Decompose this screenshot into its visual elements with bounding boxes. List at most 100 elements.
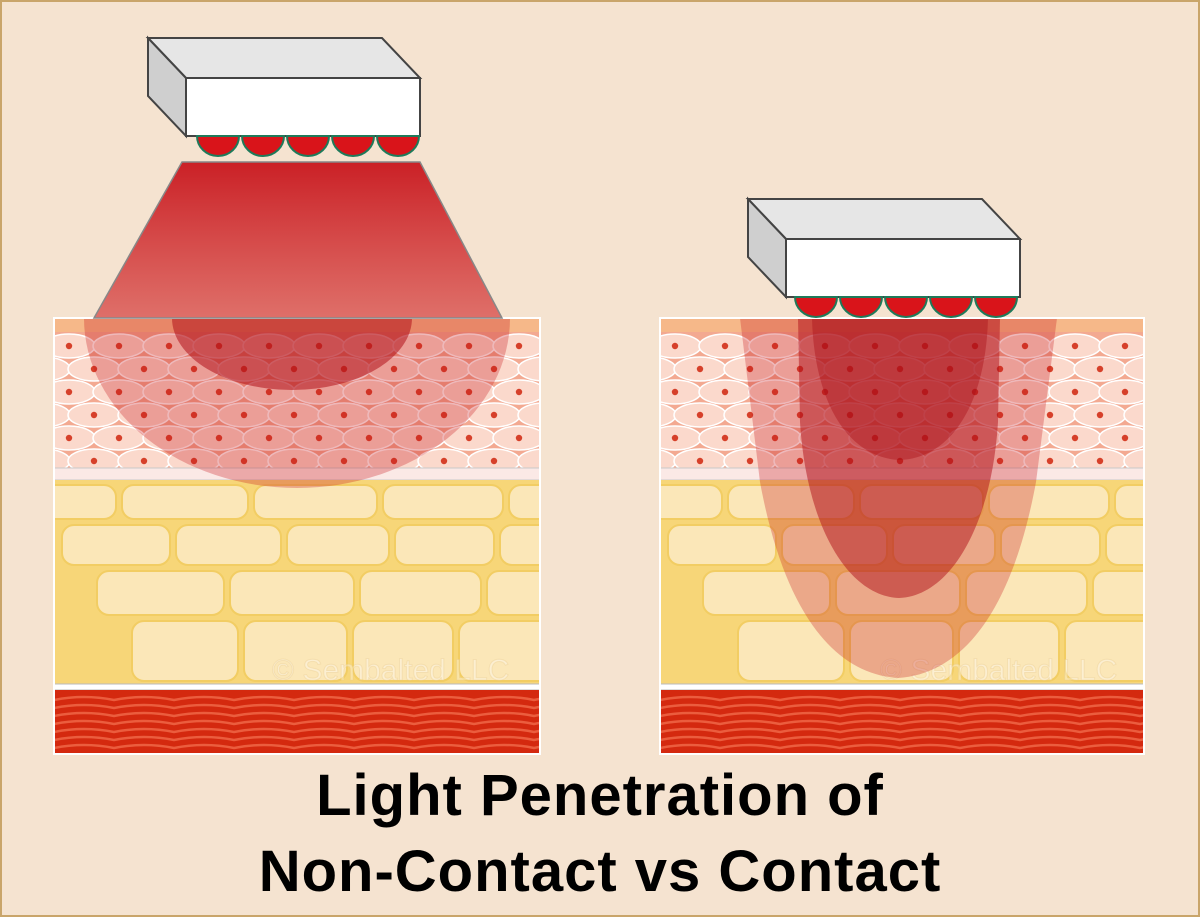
- cell-nucleus: [315, 434, 323, 442]
- cell-nucleus: [190, 411, 198, 419]
- led-array: [793, 296, 1019, 318]
- cell-nucleus: [541, 412, 547, 418]
- fat-cell: [1092, 570, 1144, 616]
- cell-nucleus: [165, 388, 173, 396]
- cell-nucleus: [1172, 343, 1178, 349]
- led-light: [285, 135, 331, 157]
- cell-nucleus: [566, 343, 572, 349]
- cell-nucleus: [415, 342, 423, 350]
- led-light: [793, 296, 839, 318]
- led-light: [883, 296, 929, 318]
- cell-nucleus: [696, 457, 704, 465]
- cell-nucleus: [721, 434, 729, 442]
- epidermal-cell: [54, 403, 71, 427]
- cell-nucleus: [240, 411, 248, 419]
- cell-nucleus: [1021, 434, 1029, 442]
- cell-nucleus: [415, 434, 423, 442]
- cell-nucleus: [1172, 435, 1178, 441]
- epidermal-cell: [54, 357, 71, 381]
- fat-cell: [382, 484, 504, 520]
- cell-nucleus: [996, 411, 1004, 419]
- fat-cell: [253, 484, 378, 520]
- penetration-zone-inner: [812, 318, 988, 460]
- cell-nucleus: [1147, 412, 1153, 418]
- cell-nucleus: [996, 457, 1004, 465]
- fat-cell: [243, 620, 348, 682]
- contact-panel: © Sembalted LLC: [660, 318, 1178, 754]
- cell-nucleus: [771, 434, 779, 442]
- fat-cell: [1064, 620, 1144, 682]
- fat-cell: [54, 484, 117, 520]
- cell-nucleus: [671, 434, 679, 442]
- cell-nucleus: [115, 342, 123, 350]
- fat-cells: [54, 484, 540, 682]
- cell-nucleus: [390, 457, 398, 465]
- cell-nucleus: [490, 411, 498, 419]
- cell-nucleus: [90, 457, 98, 465]
- epidermal-cell: [1098, 425, 1144, 451]
- contact-device: [745, 196, 1023, 318]
- cell-nucleus: [190, 457, 198, 465]
- cell-nucleus: [41, 412, 47, 418]
- fat-cell: [1000, 524, 1101, 566]
- led-light: [838, 296, 884, 318]
- cell-nucleus: [746, 411, 754, 419]
- epidermal-cell: [660, 403, 677, 427]
- muscle-fiber: [54, 735, 540, 742]
- cell-nucleus: [165, 434, 173, 442]
- cell-nucleus: [1071, 388, 1079, 396]
- cell-nucleus: [1096, 365, 1104, 373]
- watermark-right: © Sembalted LLC: [880, 654, 1117, 687]
- epidermal-cell: [1123, 448, 1144, 474]
- led-light: [195, 135, 241, 157]
- cell-nucleus: [140, 457, 148, 465]
- cell-nucleus: [90, 365, 98, 373]
- cell-nucleus: [165, 342, 173, 350]
- cell-nucleus: [515, 342, 523, 350]
- cell-nucleus: [140, 365, 148, 373]
- cell-nucleus: [190, 365, 198, 373]
- muscle-fiber: [54, 727, 540, 734]
- diagram-title-line-1: Light Penetration of: [316, 763, 884, 828]
- fat-cell: [96, 570, 225, 616]
- fat-cell: [486, 570, 540, 616]
- epidermal-cell: [1123, 356, 1144, 382]
- cell-nucleus: [440, 457, 448, 465]
- cell-nucleus: [290, 411, 298, 419]
- cell-nucleus: [1021, 342, 1029, 350]
- cell-nucleus: [465, 342, 473, 350]
- epidermal-cell: [1123, 402, 1144, 428]
- muscle-fiber: [54, 743, 540, 750]
- cell-nucleus: [115, 388, 123, 396]
- fat-cell: [499, 524, 540, 566]
- penetration-zone-core: [172, 318, 412, 390]
- fat-cell: [61, 524, 171, 566]
- muscle-fibers: [54, 695, 540, 750]
- cell-nucleus: [140, 411, 148, 419]
- fat-cell: [229, 570, 355, 616]
- led-light: [375, 135, 421, 157]
- cell-nucleus: [465, 388, 473, 396]
- cell-nucleus: [1121, 342, 1129, 350]
- led-array: [195, 135, 421, 157]
- cell-nucleus: [240, 457, 248, 465]
- epidermal-cell: [543, 334, 595, 358]
- cell-nucleus: [1147, 458, 1153, 464]
- device-front-face: [785, 238, 1021, 298]
- cell-nucleus: [65, 342, 73, 350]
- epidermal-cell: [543, 380, 595, 404]
- fat-cell: [965, 570, 1088, 616]
- cell-nucleus: [1046, 365, 1054, 373]
- fat-cell: [352, 620, 454, 682]
- cell-nucleus: [290, 457, 298, 465]
- cell-nucleus: [440, 365, 448, 373]
- led-light: [240, 135, 286, 157]
- cell-nucleus: [541, 458, 547, 464]
- cell-nucleus: [315, 388, 323, 396]
- light-beam-cone: [92, 161, 504, 319]
- non-contact-panel: © Sembalted LLC: [41, 318, 595, 754]
- fat-cell: [1105, 524, 1144, 566]
- epidermal-cell: [1098, 333, 1144, 359]
- cell-nucleus: [515, 434, 523, 442]
- muscle-fiber: [660, 711, 1144, 718]
